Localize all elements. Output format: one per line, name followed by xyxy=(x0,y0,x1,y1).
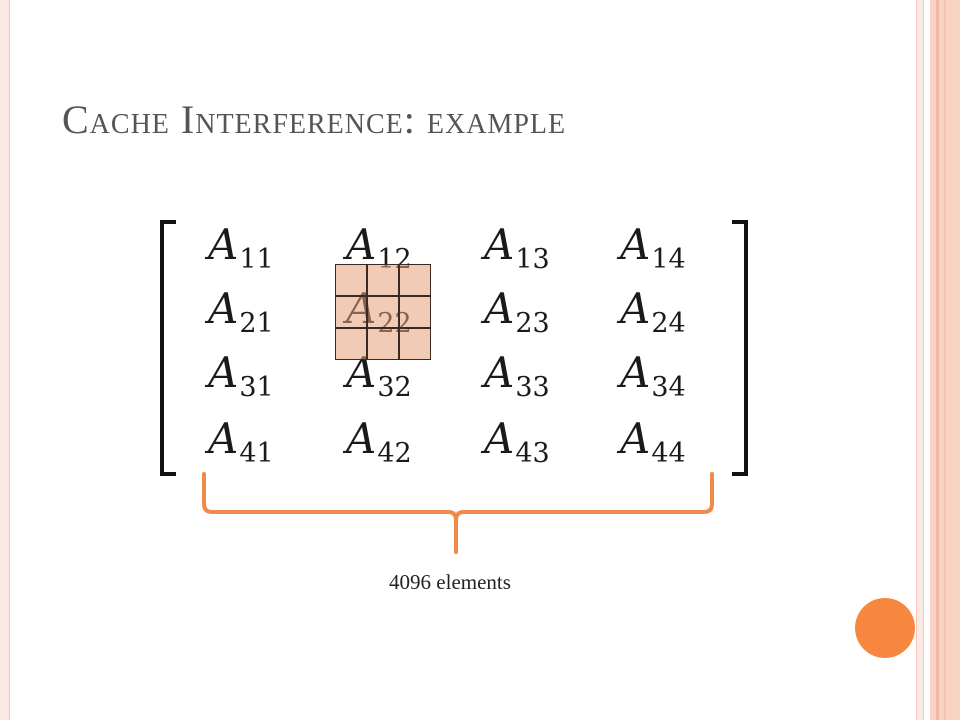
accent-circle-icon xyxy=(855,598,915,658)
matrix-cell: A13 xyxy=(484,224,550,276)
cache-block xyxy=(335,328,368,361)
brace-label: 4096 elements xyxy=(389,570,511,594)
matrix-cell-index: 43 xyxy=(515,438,550,470)
matrix-cell-index: 23 xyxy=(515,308,550,340)
brace-path xyxy=(202,472,714,554)
matrix-cell-symbol: A xyxy=(484,220,515,269)
matrix-cell-index: 21 xyxy=(239,308,274,340)
matrix-cell-symbol: A xyxy=(208,284,239,333)
matrix-cell-index: 31 xyxy=(239,372,274,404)
matrix-cell-symbol: A xyxy=(346,414,377,463)
cache-block xyxy=(399,328,432,361)
matrix-cell-symbol: A xyxy=(484,284,515,333)
cache-block xyxy=(367,296,400,329)
matrix-cell: A34 xyxy=(620,352,686,404)
matrix-left-bracket xyxy=(160,220,176,476)
matrix-cell: A41 xyxy=(208,418,274,470)
matrix-cell-symbol: A xyxy=(620,414,651,463)
matrix-cell: A21 xyxy=(208,288,274,340)
matrix-cell: A43 xyxy=(484,418,550,470)
matrix-cell-index: 13 xyxy=(515,244,550,276)
matrix-cell: A32 xyxy=(346,352,412,404)
matrix-cell-symbol: A xyxy=(208,348,239,397)
slide-frame-right-outer xyxy=(930,0,960,720)
cache-block xyxy=(367,264,400,297)
cache-block xyxy=(399,264,432,297)
matrix-cell-index: 44 xyxy=(651,438,686,470)
matrix-cell: A33 xyxy=(484,352,550,404)
matrix-cell-index: 11 xyxy=(239,244,274,276)
matrix-cell: A14 xyxy=(620,224,686,276)
matrix-cell-index: 24 xyxy=(651,308,686,340)
slide-frame-right-inner xyxy=(916,0,924,720)
matrix-cell-symbol: A xyxy=(484,414,515,463)
cache-block xyxy=(367,328,400,361)
matrix-cell-index: 14 xyxy=(651,244,686,276)
matrix-cell-index: 41 xyxy=(239,438,274,470)
matrix-cell-index: 32 xyxy=(377,372,412,404)
matrix-cell: A24 xyxy=(620,288,686,340)
matrix-cell-symbol: A xyxy=(346,220,377,269)
matrix-cell-symbol: A xyxy=(484,348,515,397)
matrix-cell: A42 xyxy=(346,418,412,470)
matrix-right-bracket xyxy=(732,220,748,476)
cache-block xyxy=(399,296,432,329)
cache-block-grid xyxy=(335,264,432,361)
matrix-cell-symbol: A xyxy=(208,414,239,463)
cache-block xyxy=(335,296,368,329)
slide-frame-left xyxy=(0,0,10,720)
matrix-cell-symbol: A xyxy=(208,220,239,269)
matrix-cell: A44 xyxy=(620,418,686,470)
matrix-cell-symbol: A xyxy=(620,348,651,397)
matrix-cell: A23 xyxy=(484,288,550,340)
matrix-cell: A31 xyxy=(208,352,274,404)
cache-block xyxy=(335,264,368,297)
matrix-cell-index: 33 xyxy=(515,372,550,404)
matrix-cell: A11 xyxy=(208,224,274,276)
matrix-cell-index: 34 xyxy=(651,372,686,404)
matrix-cell-symbol: A xyxy=(620,220,651,269)
slide-title: Cache Interference: example xyxy=(62,97,567,142)
matrix-cell-index: 42 xyxy=(377,438,412,470)
matrix-cell-symbol: A xyxy=(620,284,651,333)
